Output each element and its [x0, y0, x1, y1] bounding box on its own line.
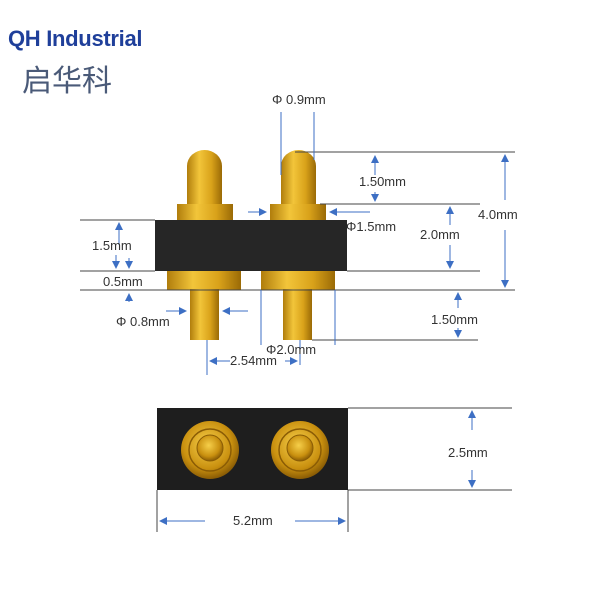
bottom-pin-left: [181, 421, 239, 479]
insulator-body: [155, 220, 347, 271]
dimension-lines: [112, 112, 509, 375]
label-lower-collar-diameter: Φ2.0mm: [266, 342, 316, 357]
brand-logo: QH Industrial: [8, 26, 143, 51]
label-collar-diameter: Φ1.5mm: [346, 219, 396, 234]
label-top-height: 2.0mm: [420, 227, 460, 242]
pin-left: [167, 150, 241, 340]
pin-right: [261, 150, 335, 340]
brand-logo-chinese: 启华科: [22, 64, 112, 99]
bottom-dimension-lines: [159, 410, 476, 525]
label-tail-diameter: Φ 0.8mm: [116, 314, 170, 329]
label-bottom-width: 5.2mm: [233, 513, 273, 528]
label-tail-length: 1.50mm: [431, 312, 478, 327]
bottom-pin-right: [271, 421, 329, 479]
bottom-extension-lines: [156, 407, 512, 532]
extension-lines: [80, 151, 515, 341]
label-total-height: 4.0mm: [478, 207, 518, 222]
label-lower-collar-height: 0.5mm: [103, 274, 143, 289]
label-body-height: 1.5mm: [92, 238, 132, 253]
label-pitch: 2.54mm: [230, 353, 277, 368]
label-plunger-height: 1.50mm: [359, 174, 406, 189]
label-tip-diameter: Φ 0.9mm: [272, 92, 326, 107]
label-bottom-height: 2.5mm: [448, 445, 488, 460]
